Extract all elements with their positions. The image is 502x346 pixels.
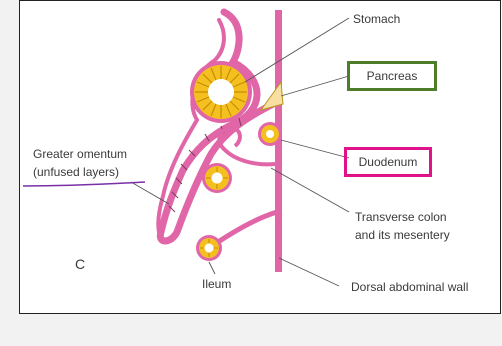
page-margin-bottom [0, 314, 502, 346]
label-duodenum: Duodenum [359, 155, 418, 169]
label-transverse-colon-line1: Transverse colon [355, 209, 447, 225]
label-greater-omentum-line1: Greater omentum [33, 146, 127, 162]
transverse-colon-organ [202, 163, 232, 193]
label-dorsal-abdominal-wall: Dorsal abdominal wall [351, 279, 468, 295]
label-greater-omentum-line2: (unfused layers) [33, 164, 119, 180]
label-panel-letter: C [75, 256, 85, 272]
label-ileum: Ileum [202, 276, 231, 292]
duodenum-organ [258, 122, 282, 146]
label-pancreas: Pancreas [367, 69, 418, 83]
annotation-underline [23, 182, 145, 186]
label-transverse-colon-line2: and its mesentery [355, 227, 450, 243]
greater-omentum-outer-layer [160, 12, 277, 241]
mesentery-of-ileum [215, 212, 277, 244]
page-margin-left [0, 0, 19, 346]
pancreas-label-box: Pancreas [347, 61, 437, 91]
diagram-figure: Stomach Pancreas Duodenum Greater omentu… [19, 0, 502, 314]
stomach-organ [190, 61, 252, 123]
label-leader-lines [131, 18, 349, 286]
ileum-organ [196, 235, 222, 261]
duodenum-label-box: Duodenum [344, 147, 432, 177]
label-stomach: Stomach [353, 11, 400, 27]
